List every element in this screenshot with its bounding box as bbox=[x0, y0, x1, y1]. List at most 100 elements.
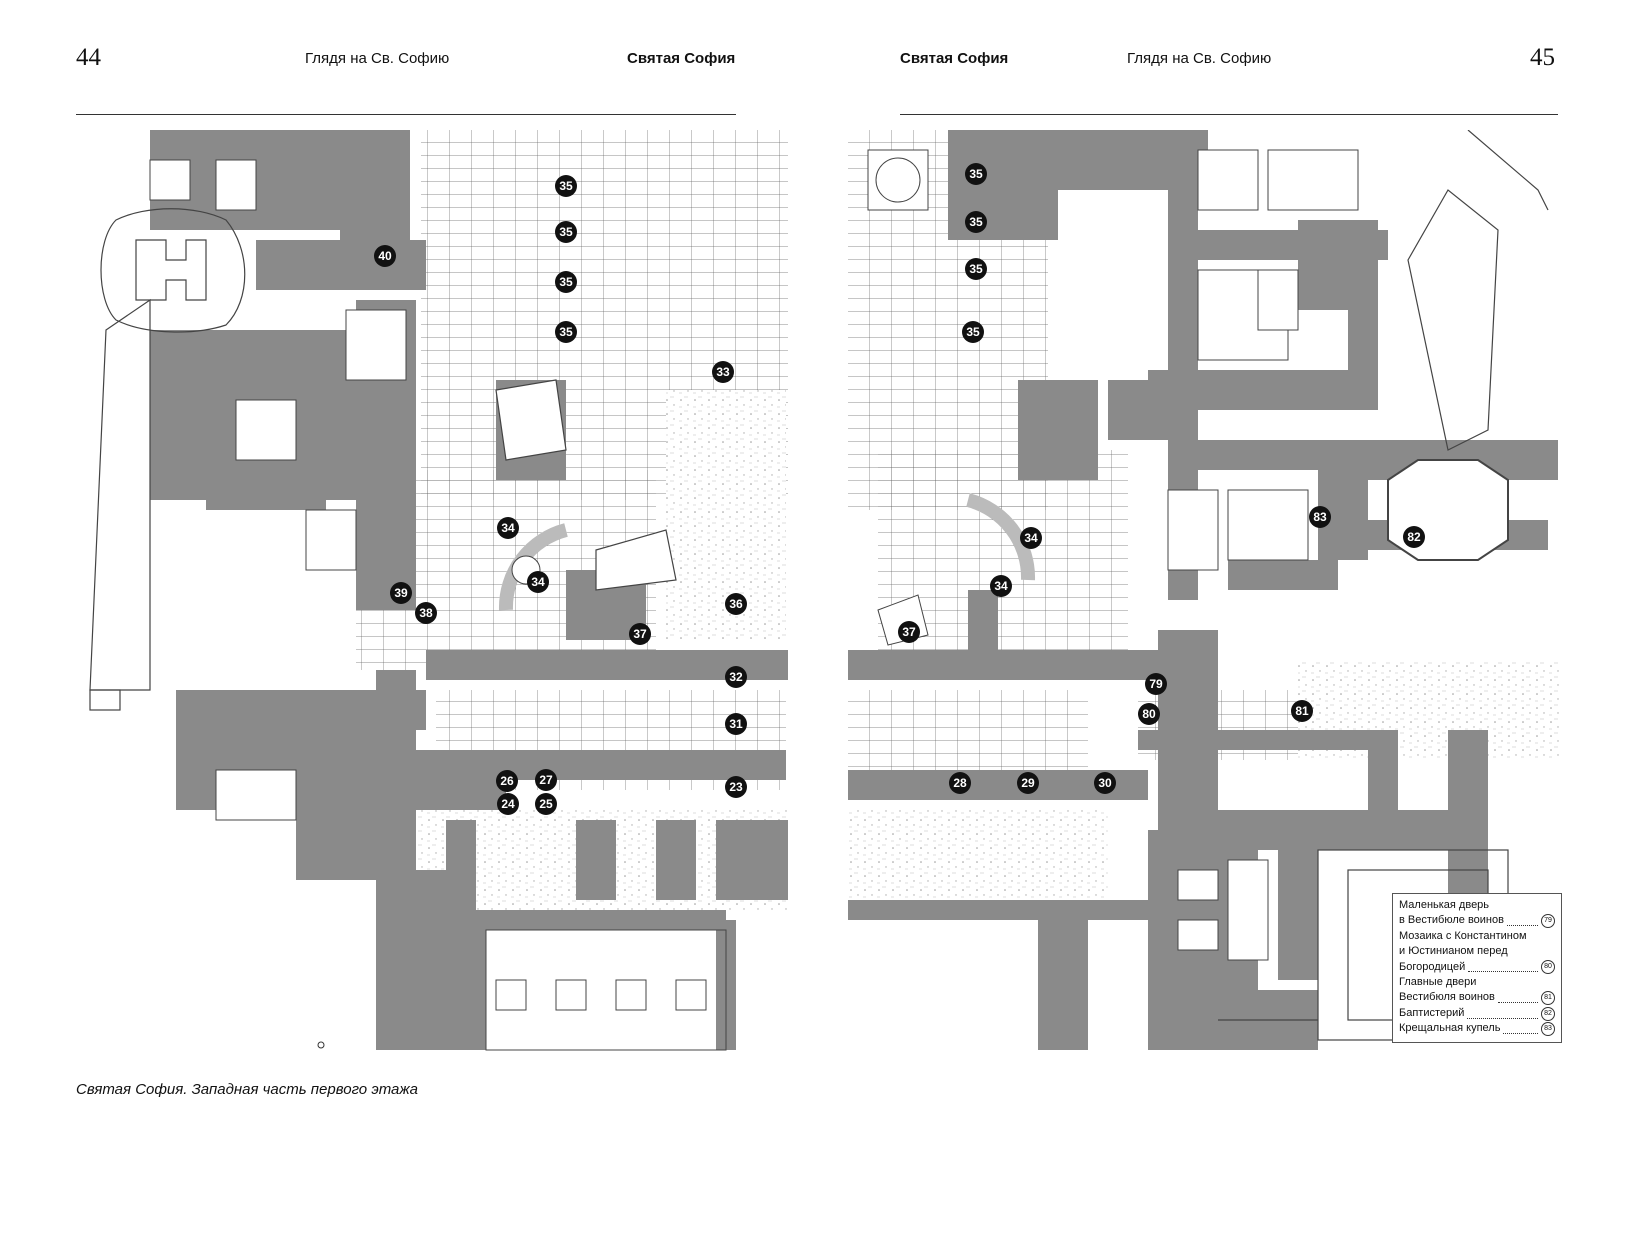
plan-marker bbox=[374, 245, 396, 267]
plan-marker bbox=[1403, 526, 1425, 548]
left-page-number: 44 bbox=[76, 44, 101, 71]
legend-line: в Вестибюле воинов bbox=[1399, 914, 1504, 927]
plan-marker bbox=[390, 582, 412, 604]
plan-legend: Маленькая дверь в Вестибюле воинов 79 Мо… bbox=[1392, 893, 1562, 1043]
plan-marker bbox=[1020, 527, 1042, 549]
legend-dots bbox=[1506, 916, 1538, 927]
legend-line: Мозаика с Константином bbox=[1399, 929, 1527, 942]
plan-marker-label: 27 bbox=[539, 773, 553, 787]
right-page-number: 45 bbox=[1530, 44, 1555, 71]
plan-marker bbox=[965, 258, 987, 280]
legend-line: и Юстинианом перед bbox=[1399, 945, 1508, 958]
plan-marker bbox=[1309, 506, 1331, 528]
plan-marker-label: 24 bbox=[501, 797, 515, 811]
plan-marker-label: 36 bbox=[729, 597, 743, 611]
plan-marker-label: 80 bbox=[1142, 707, 1156, 721]
plan-marker-label: 35 bbox=[559, 325, 573, 339]
legend-row-82: Баптистерий 82 bbox=[1399, 1006, 1555, 1021]
legend-number-badge: 81 bbox=[1541, 991, 1555, 1006]
plan-marker bbox=[725, 776, 747, 798]
legend-number-badge: 83 bbox=[1541, 1021, 1555, 1036]
plan-marker bbox=[1094, 772, 1116, 794]
plan-marker-label: 35 bbox=[969, 215, 983, 229]
right-inner-rooms bbox=[867, 149, 1509, 961]
plan-marker bbox=[1138, 703, 1160, 725]
plan-marker bbox=[555, 321, 577, 343]
plan-marker bbox=[965, 211, 987, 233]
left-plan-dot bbox=[317, 1041, 325, 1049]
plan-marker-label: 31 bbox=[729, 717, 743, 731]
plan-marker bbox=[535, 769, 557, 791]
plan-marker-label: 35 bbox=[969, 167, 983, 181]
plan-marker-label: 35 bbox=[559, 275, 573, 289]
plan-marker bbox=[898, 621, 920, 643]
figure-caption: Святая София. Западная часть первого эта… bbox=[76, 1081, 419, 1098]
plan-marker bbox=[712, 361, 734, 383]
legend-number-badge: 80 bbox=[1541, 960, 1555, 975]
plan-marker bbox=[555, 271, 577, 293]
plan-marker-label: 28 bbox=[953, 776, 967, 790]
plan-marker bbox=[1017, 772, 1039, 794]
plan-marker-label: 23 bbox=[729, 780, 743, 794]
plan-marker-label: 35 bbox=[559, 179, 573, 193]
plan-marker bbox=[496, 770, 518, 792]
legend-line: Вестибюля воинов bbox=[1399, 991, 1495, 1004]
plan-marker-label: 33 bbox=[716, 365, 730, 379]
plan-marker bbox=[527, 571, 549, 593]
legend-dots bbox=[1503, 1024, 1538, 1034]
plan-marker bbox=[497, 793, 519, 815]
plan-marker bbox=[962, 321, 984, 343]
right-running-title: Глядя на Св. Софию bbox=[1127, 50, 1272, 67]
plan-marker-label: 25 bbox=[539, 797, 553, 811]
plan-marker-label: 37 bbox=[902, 625, 916, 639]
plan-marker-label: 37 bbox=[633, 627, 647, 641]
plan-marker bbox=[725, 666, 747, 688]
plan-marker-label: 35 bbox=[969, 262, 983, 276]
plan-marker-label: 34 bbox=[994, 579, 1008, 593]
legend-row-83: Крещальная купель 83 bbox=[1399, 1021, 1555, 1036]
plan-marker bbox=[1291, 700, 1313, 722]
plan-marker-label: 30 bbox=[1098, 776, 1112, 790]
plan-marker-label: 32 bbox=[729, 670, 743, 684]
plan-marker bbox=[725, 593, 747, 615]
plan-marker-label: 26 bbox=[500, 774, 514, 788]
legend-line: Богородицей bbox=[1399, 960, 1466, 973]
legend-number-badge: 82 bbox=[1541, 1006, 1555, 1021]
legend-dots bbox=[1468, 962, 1538, 973]
plan-marker bbox=[555, 221, 577, 243]
plan-marker-label: 29 bbox=[1021, 776, 1035, 790]
plan-marker-label: 34 bbox=[501, 521, 515, 535]
plan-marker bbox=[415, 602, 437, 624]
plan-marker bbox=[949, 772, 971, 794]
plan-marker-label: 81 bbox=[1295, 704, 1309, 718]
plan-marker-label: 35 bbox=[966, 325, 980, 339]
legend-row-79: в Вестибюле воинов 79 bbox=[1399, 913, 1555, 929]
left-header-rule bbox=[76, 114, 736, 115]
plan-marker-label: 83 bbox=[1313, 510, 1327, 524]
legend-row-81: Вестибюля воинов 81 bbox=[1399, 990, 1555, 1006]
plan-marker bbox=[1145, 673, 1167, 695]
legend-line: Крещальная купель bbox=[1399, 1022, 1501, 1035]
plan-marker bbox=[497, 517, 519, 539]
plan-marker-label: 82 bbox=[1407, 530, 1421, 544]
plan-marker bbox=[555, 175, 577, 197]
legend-row-80: Богородицей 80 bbox=[1399, 960, 1555, 975]
right-plan-markers: 35 35 35 35 34 34 37 83 82 79 80 81 28 29 30 bbox=[898, 163, 1425, 794]
plan-marker-label: 35 bbox=[559, 225, 573, 239]
legend-line: Маленькая дверь bbox=[1399, 899, 1490, 911]
left-section-title: Святая София bbox=[627, 50, 736, 67]
plan-marker bbox=[535, 793, 557, 815]
plan-marker bbox=[990, 575, 1012, 597]
legend-line: Главные двери bbox=[1399, 976, 1477, 989]
right-header-rule bbox=[900, 114, 1558, 115]
plan-marker-label: 79 bbox=[1149, 677, 1163, 691]
legend-number-badge: 79 bbox=[1541, 914, 1555, 929]
plan-marker-label: 40 bbox=[378, 249, 392, 263]
plan-marker-label: 38 bbox=[419, 606, 433, 620]
legend-line: Баптистерий bbox=[1399, 1006, 1465, 1019]
plan-marker-label: 34 bbox=[1024, 531, 1038, 545]
legend-dots bbox=[1497, 993, 1538, 1004]
